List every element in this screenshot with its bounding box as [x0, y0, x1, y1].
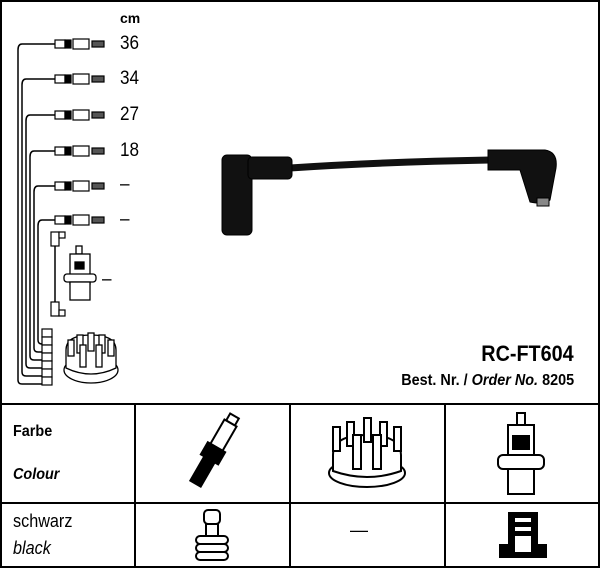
cable-layout-icon: [17, 43, 56, 385]
table-row-divider: [0, 502, 600, 504]
distributor-cap-icon: [63, 332, 119, 384]
coil-boot-icon: [499, 512, 547, 558]
table-column-divider: [134, 404, 136, 568]
header-colour: Colour: [13, 466, 60, 483]
ignition-coil-icon: [497, 412, 545, 495]
length-label: –: [120, 174, 130, 195]
length-label: 34: [120, 68, 140, 89]
order-prefix: Best. Nr. /: [401, 372, 468, 389]
unit-label: cm: [120, 10, 141, 26]
order-number: 8205: [541, 372, 574, 389]
ignition-cable-icon: [221, 149, 557, 236]
distributor-value: —: [350, 520, 368, 540]
spark-plug-boot-icon: [195, 509, 229, 561]
ignition-coil-icon: [63, 245, 97, 301]
length-label: –: [120, 209, 130, 230]
length-label: 18: [120, 140, 140, 161]
product-code: RC-FT604: [481, 341, 574, 366]
length-label: 36: [120, 33, 140, 54]
color-black: black: [13, 538, 51, 558]
header-farbe: Farbe: [13, 423, 53, 440]
table-column-divider: [444, 404, 446, 568]
length-label: –: [102, 269, 112, 290]
length-label: 27: [120, 104, 140, 125]
color-schwarz: schwarz: [13, 511, 73, 531]
order-number-line: Best. Nr. / Order No. 8205: [401, 372, 574, 390]
table-top-border: [0, 403, 600, 405]
spark-plug-icon: [188, 412, 241, 488]
distributor-cap-icon: [328, 417, 406, 488]
table-column-divider: [289, 404, 291, 568]
connector-icons: [41, 38, 105, 386]
order-label: Order No.: [471, 372, 538, 389]
